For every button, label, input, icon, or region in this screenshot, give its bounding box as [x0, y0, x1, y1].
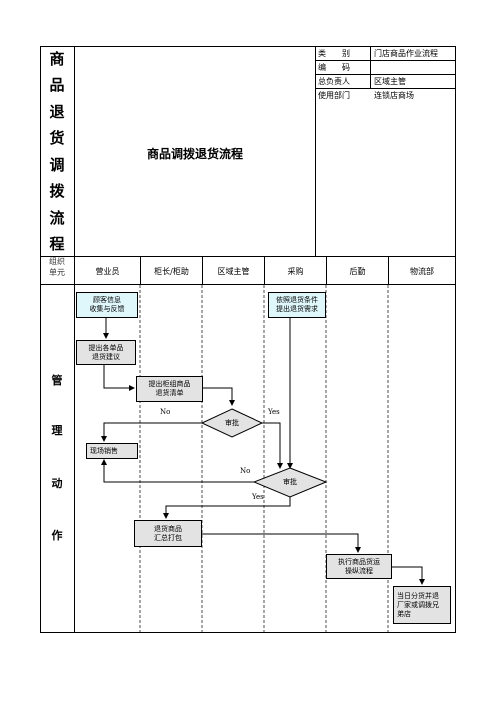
box-text: 执行商品货运	[338, 557, 380, 566]
box-customer-info: 顾客信息收集与反馈	[76, 292, 138, 318]
vtitle-char: 退	[49, 102, 65, 121]
header-div-5	[388, 256, 389, 284]
meta-val-divider	[370, 46, 371, 88]
box-text: 现场销售	[90, 446, 118, 455]
branch-label-no: No	[240, 467, 251, 475]
frame-right	[455, 46, 456, 633]
arrow-connector	[101, 459, 256, 483]
frame-top	[40, 46, 455, 47]
org-unit-label: 组织 单元	[42, 256, 72, 278]
col-header-salesperson: 营业员	[95, 266, 120, 276]
arrow-connector	[392, 566, 425, 585]
decision-label-2: 审批	[283, 478, 297, 486]
box-pack-goods: 退货商品汇总打包	[134, 520, 202, 547]
frame-left	[40, 46, 41, 633]
col-header-counter-lead: 柜长/柜助	[154, 266, 189, 276]
box-text: 当日分货并退	[397, 591, 439, 600]
box-text: 提出退货需求	[276, 305, 318, 313]
branch-label-yes: Yes	[252, 493, 264, 501]
meta-row3	[315, 88, 455, 89]
decision-diamond-1	[200, 408, 264, 438]
meta-val-owner: 区域主管	[374, 77, 406, 86]
arrow-connector	[202, 533, 361, 553]
box-text: 提出柜组商品	[148, 380, 191, 388]
arrow-connector	[103, 365, 135, 391]
header-bottom	[40, 284, 455, 285]
meta-key-category: 类 别	[318, 49, 350, 58]
box-ship-process: 执行商品货运操纵流程	[326, 554, 392, 579]
box-text: 弟店	[397, 609, 411, 618]
box-text: 提出各单品	[88, 343, 124, 352]
box-counter-return-list: 提出柜组商品退货清单	[136, 376, 203, 402]
meta-val-dept: 连锁店商场	[374, 91, 414, 100]
vtitle-char: 拨	[49, 182, 65, 201]
vtitle-char: 货	[49, 129, 65, 148]
col-header-logistics-support: 后勤	[349, 266, 366, 276]
header-div-1	[140, 256, 141, 284]
box-text: 退货商品	[154, 524, 182, 533]
branch-label-yes: Yes	[268, 408, 280, 416]
lane-label-char: 理	[51, 424, 63, 437]
box-text: 操纵流程	[345, 566, 373, 575]
box-text: 收集与反馈	[89, 305, 125, 313]
box-on-site-sale: 现场销售	[86, 443, 138, 459]
box-daily-dispatch: 当日分货并退厂家或调拨兄弟店	[393, 586, 451, 624]
arrow-connector	[163, 497, 291, 519]
header-div-4	[326, 256, 327, 284]
col-header-purchasing: 采购	[287, 266, 304, 276]
box-text: 厂家或调拨兄	[397, 600, 439, 609]
page-title: 商品调拨退货流程	[146, 147, 243, 161]
branch-label-no: No	[160, 408, 171, 416]
meta-row1	[315, 60, 455, 61]
meta-val-category: 门店商品作业流程	[374, 49, 438, 58]
org-unit-line: 单元	[49, 268, 65, 277]
arrow-connector	[203, 387, 235, 406]
decision-diamond-2	[252, 467, 328, 498]
vtitle-char: 商	[49, 50, 65, 68]
col-header-area-supervisor: 区域主管	[217, 266, 250, 276]
box-text: 退货清单	[155, 389, 184, 397]
lane-label-char: 动	[51, 477, 63, 490]
org-unit-line: 组织	[49, 257, 65, 266]
header-div-2	[202, 256, 203, 284]
arrow-connector	[262, 422, 283, 469]
vtitle-char: 程	[49, 234, 65, 253]
title-col-divider	[74, 46, 75, 633]
box-text: 顾客信息	[93, 296, 121, 304]
meta-key-owner: 总负责人	[318, 77, 350, 86]
box-text: 退货建议	[92, 352, 120, 361]
meta-key-code: 编 码	[318, 63, 350, 72]
lane-label-char: 作	[51, 529, 63, 542]
box-text: 依照退货条件	[276, 296, 318, 304]
meta-col-divider	[315, 46, 316, 256]
vtitle-char: 调	[49, 155, 65, 174]
lane-label-char: 管	[51, 374, 63, 387]
vtitle-char: 品	[49, 76, 65, 95]
arrow-connector	[101, 422, 202, 442]
meta-row2	[315, 74, 455, 75]
col-header-logistics-dept: 物流部	[410, 266, 434, 276]
decision-label-1: 审批	[225, 419, 239, 427]
vertical-title: 商 品 退 货 调 拨 流 程	[42, 48, 72, 254]
box-return-conditions: 依照退货条件提出退货需求	[268, 292, 326, 318]
box-text: 汇总打包	[154, 533, 182, 542]
header-div-3	[264, 256, 265, 284]
meta-key-dept: 使用部门	[318, 91, 350, 100]
header-top	[40, 256, 455, 257]
frame-bottom	[40, 632, 455, 633]
vtitle-char: 流	[49, 208, 65, 227]
box-propose-return: 提出各单品退货建议	[76, 340, 136, 365]
